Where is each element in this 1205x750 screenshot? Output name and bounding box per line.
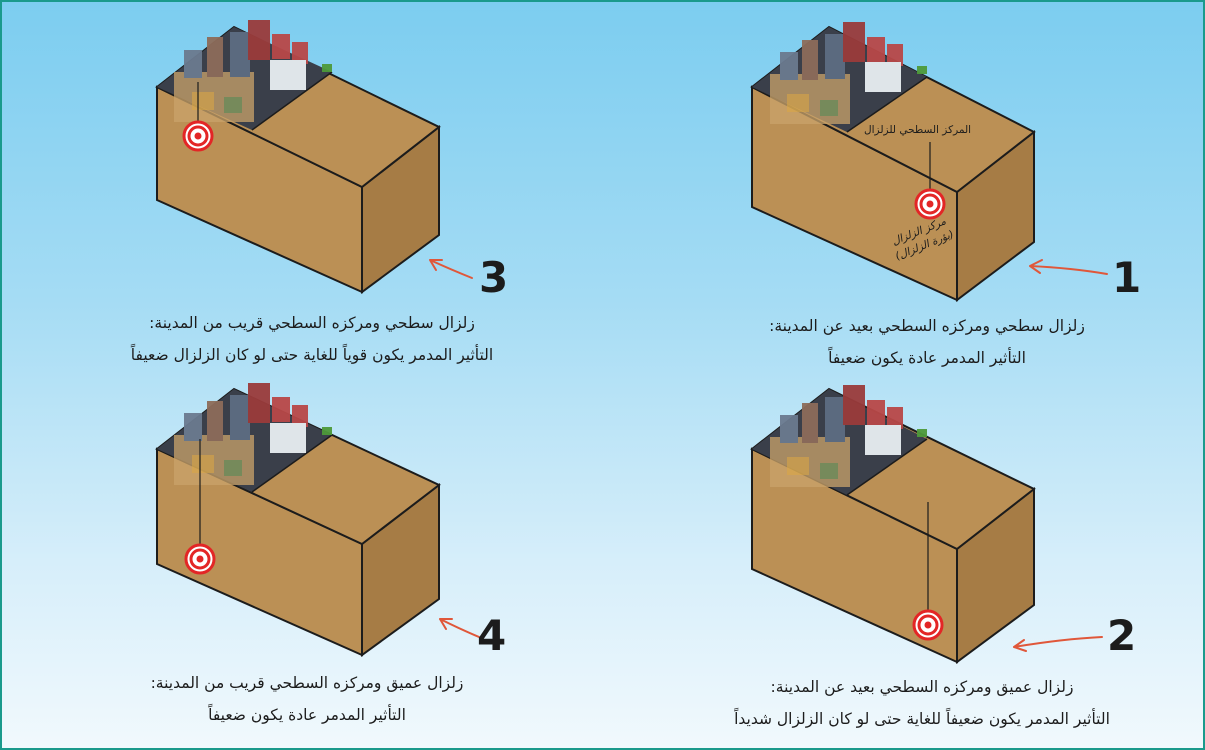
pointer-arrow <box>1013 636 1103 652</box>
caption-line-2: التأثير المدمر يكون ضعيفاً للغاية حتى لو… <box>734 710 1110 728</box>
caption-line-1: زلزال سطحي ومركزه السطحي قريب من المدينة… <box>149 314 475 332</box>
panel-number: 4 <box>477 611 507 660</box>
city-buildings <box>770 385 927 487</box>
block-diagram-4 <box>155 383 480 657</box>
epicenter-label: المركز السطحي للزلزال <box>864 124 972 136</box>
caption-line-1: زلزال عميق ومركزه السطحي بعيد عن المدينة… <box>770 678 1074 696</box>
focus-target <box>914 188 946 220</box>
panel-2: 2 زلزال عميق ومركزه السطحي بعيد عن المدي… <box>602 377 1203 748</box>
panel-caption: زلزال سطحي ومركزه السطحي قريب من المدينة… <box>62 307 562 371</box>
panel-3: 3 زلزال سطحي ومركزه السطحي قريب من المدي… <box>2 2 602 377</box>
panel-4: 4 زلزال عميق ومركزه السطحي قريب من المدي… <box>2 377 602 748</box>
panel-caption: زلزال عميق ومركزه السطحي بعيد عن المدينة… <box>672 671 1172 735</box>
panel-number: 3 <box>479 253 509 302</box>
focus-target <box>182 120 214 152</box>
city-buildings <box>174 383 332 485</box>
caption-line-1: زلزال عميق ومركزه السطحي قريب من المدينة… <box>150 674 464 692</box>
caption-line-1: زلزال سطحي ومركزه السطحي بعيد عن المدينة… <box>769 317 1085 335</box>
block-diagram-1 <box>750 22 1108 303</box>
pointer-arrow <box>1029 259 1108 275</box>
caption-line-2: التأثير المدمر عادة يكون ضعيفاً <box>208 706 406 724</box>
panel-number: 1 <box>1112 253 1142 302</box>
block-diagram-3 <box>155 20 473 294</box>
pointer-arrow <box>439 618 480 638</box>
panel-caption: زلزال عميق ومركزه السطحي قريب من المدينة… <box>57 667 557 731</box>
caption-line-2: التأثير المدمر عادة يكون ضعيفاً <box>828 349 1026 367</box>
panel-1: المركز السطحي للزلزال مركز الزلزال (بؤرة… <box>602 2 1203 377</box>
panel-caption: زلزال سطحي ومركزه السطحي بعيد عن المدينة… <box>677 310 1177 374</box>
block-diagram-2 <box>750 385 1103 664</box>
pointer-arrow <box>429 259 473 279</box>
caption-line-2: التأثير المدمر يكون قوياً للغاية حتى لو … <box>130 346 494 364</box>
focus-target <box>912 609 944 641</box>
city-buildings <box>770 22 927 124</box>
panel-number: 2 <box>1107 611 1137 660</box>
focus-target <box>184 543 216 575</box>
